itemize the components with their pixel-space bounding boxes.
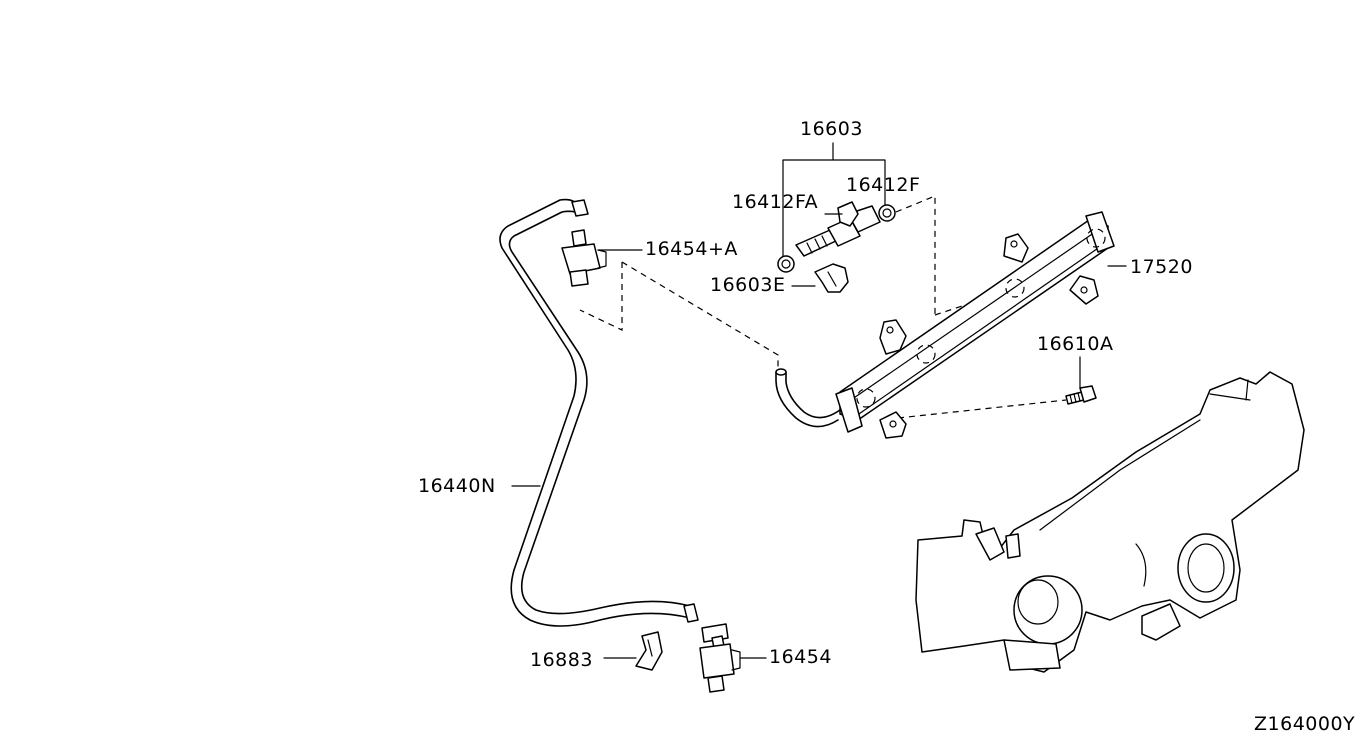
- label-16412FA[interactable]: 16412FA: [732, 191, 819, 213]
- rail-inlet-pipe: [775, 368, 841, 428]
- diagram-code: Z164000Y: [1254, 713, 1356, 735]
- damper-upper[interactable]: [561, 229, 607, 287]
- hose-clamp[interactable]: [635, 631, 663, 671]
- fuel-hose[interactable]: [499, 198, 699, 627]
- label-16883[interactable]: 16883: [530, 649, 593, 671]
- damper-lower[interactable]: [699, 623, 741, 693]
- label-17520[interactable]: 17520: [1130, 256, 1193, 278]
- label-16440N[interactable]: 16440N: [418, 475, 496, 497]
- label-16454A[interactable]: 16454+A: [645, 238, 738, 260]
- fuel-rail[interactable]: [835, 211, 1115, 439]
- label-16610A[interactable]: 16610A: [1037, 333, 1114, 355]
- bolt[interactable]: [1065, 385, 1097, 405]
- fuel-injector[interactable]: [777, 201, 896, 293]
- label-16603[interactable]: 16603: [800, 118, 863, 140]
- label-16454[interactable]: 16454: [769, 646, 832, 668]
- intake-manifold: [915, 371, 1305, 673]
- leader-lines: [511, 213, 1127, 659]
- bracket-16603: [782, 142, 886, 257]
- label-16412F[interactable]: 16412F: [846, 174, 921, 196]
- label-16603E[interactable]: 16603E: [710, 274, 786, 296]
- alignment-lines: [579, 195, 1067, 419]
